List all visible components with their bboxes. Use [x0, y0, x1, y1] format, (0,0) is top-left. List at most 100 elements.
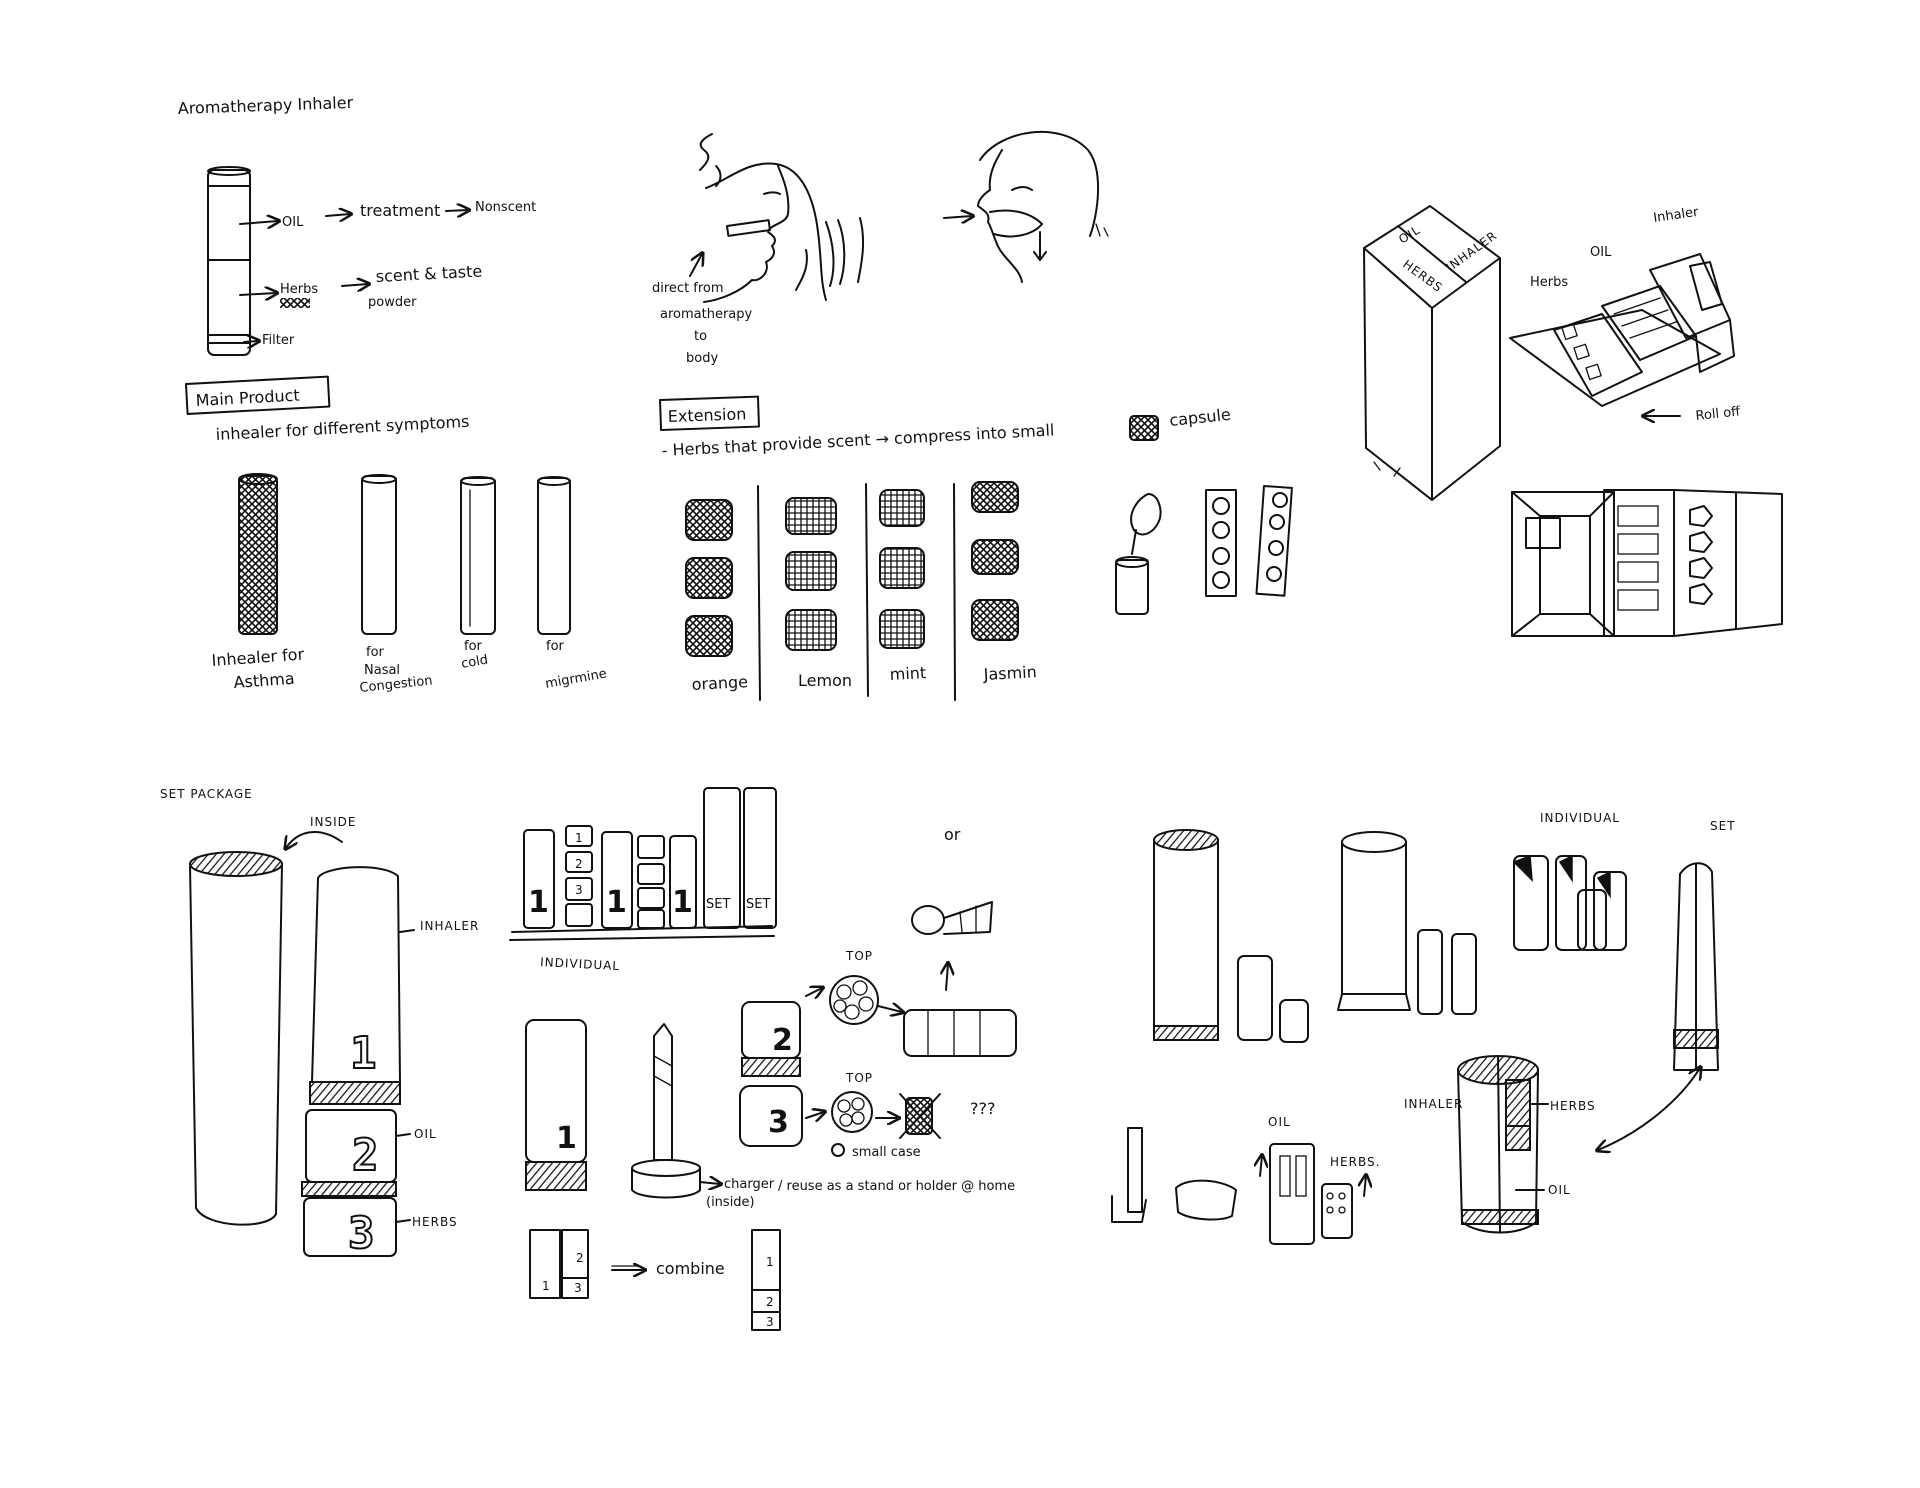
- label-herbs-right: HERBS.: [1330, 1155, 1380, 1169]
- face-mask-sketch: [977, 130, 1109, 283]
- variant-label-cold-2: cold: [460, 652, 489, 671]
- usage-note-2: aromatherapy: [660, 307, 753, 322]
- combine-digit-2a: 2: [576, 1251, 584, 1265]
- shelf-big-1c: 1: [672, 885, 693, 920]
- shelf-mini-3: 3: [575, 883, 583, 897]
- variant-label-nasal-2: Nasal: [364, 663, 400, 678]
- label-unknown: ???: [970, 1099, 995, 1118]
- face-arrow: [943, 216, 972, 218]
- label-or: or: [944, 825, 961, 844]
- unrolled-strip-sketch: [903, 1009, 1017, 1057]
- crossed-capsule-sketch: [899, 1093, 941, 1139]
- label-oil2-right: OIL: [1548, 1183, 1571, 1197]
- variant-migraine: [537, 476, 571, 635]
- label-top-1: TOP: [845, 949, 873, 963]
- label-charger-inside: (inside): [706, 1195, 755, 1210]
- set-cylinder-sketch: [1673, 862, 1719, 1071]
- inhaler-part-arrows: [239, 210, 468, 342]
- shelf-set-2: SET: [746, 897, 770, 912]
- capsule-icon: [1129, 415, 1159, 441]
- set-digit-3: 3: [348, 1208, 375, 1259]
- section-title-inhaler: Aromatherapy Inhaler: [177, 93, 353, 118]
- variant-label-asthma-2: Asthma: [233, 669, 295, 692]
- tube-one-sketch: [525, 1019, 587, 1191]
- label-treatment: treatment: [360, 201, 440, 220]
- cylinder-group-2: [1337, 831, 1477, 1015]
- usage-arrow: [689, 254, 702, 277]
- combined-cylinder-sketch: [1457, 1055, 1539, 1234]
- extension-heading: Extension: [667, 404, 746, 426]
- set-digit-2: 2: [352, 1130, 379, 1181]
- label-oil-set: OIL: [414, 1127, 437, 1141]
- variant-label-migraine-2: migrmine: [544, 666, 608, 692]
- label-top-2: TOP: [845, 1071, 873, 1085]
- tray-label-oil: OIL: [1590, 245, 1612, 260]
- extension-box: [659, 395, 760, 431]
- usage-note-3: to: [694, 329, 707, 344]
- combine-digit-3b: 3: [766, 1315, 774, 1329]
- flavor-lemon: Lemon: [798, 671, 852, 690]
- variant-label-migraine-1: for: [546, 639, 565, 654]
- stand-charger-sketch: [631, 1023, 701, 1199]
- label-individual-shelf: INDIVIDUAL: [540, 955, 621, 973]
- label-inside: INSIDE: [310, 815, 357, 829]
- label-individual-right: INDIVIDUAL: [1540, 811, 1620, 825]
- label-filter: Filter: [262, 333, 295, 348]
- variant-label-cold-1: for: [464, 639, 483, 654]
- extension-description: - Herbs that provide scent → compress in…: [661, 420, 1055, 460]
- main-product-subtitle: inhealer for different symptoms: [215, 412, 470, 444]
- blister-strip-1: [1205, 489, 1237, 597]
- combine-digit-2b: 2: [766, 1295, 774, 1309]
- flavor-mint: mint: [889, 663, 926, 684]
- variant-label-asthma-1: Inhealer for: [211, 645, 305, 670]
- set-digit-1: 1: [350, 1028, 377, 1079]
- combine-after-sketch: [751, 1229, 781, 1331]
- shelf-big-1b: 1: [606, 885, 627, 920]
- section-title-set-package: SET PACKAGE: [160, 787, 253, 801]
- small-parts-sketch: [1111, 1127, 1366, 1245]
- combine-digit-3a: 3: [574, 1281, 582, 1295]
- tray-sketch: [1509, 253, 1735, 407]
- variant-label-nasal-1: for: [366, 645, 385, 660]
- label-herbs-set: HERBS: [412, 1215, 458, 1229]
- usage-note-4: body: [686, 351, 718, 366]
- combine-digit-1b: 1: [766, 1255, 774, 1269]
- label-herbs2-right: HERBS: [1550, 1099, 1596, 1113]
- combine-digit-1a: 1: [542, 1279, 550, 1293]
- label-powder: powder: [368, 295, 417, 310]
- usage-note-1: direct from: [652, 281, 724, 296]
- combine-before-sketch: [529, 1229, 589, 1299]
- face-inhaling-sketch: [699, 133, 865, 303]
- blister-strip-2: [1255, 485, 1293, 597]
- main-product-heading: Main Product: [195, 386, 300, 410]
- case-three-sketch: [739, 1085, 803, 1147]
- label-small-case: small case: [852, 1145, 921, 1160]
- roll-sketch: [911, 901, 993, 935]
- open-box-sketch: [1511, 489, 1783, 637]
- top-view-sketches: [829, 975, 879, 1157]
- label-inhaler-right: INHALER: [1404, 1097, 1463, 1111]
- bidirectional-arrow: [1598, 1068, 1700, 1150]
- inner-tube-stack: [301, 866, 401, 1257]
- label-oil: OIL: [282, 215, 304, 230]
- label-herbs: Herbs: [280, 282, 318, 297]
- label-set-right: SET: [1710, 819, 1736, 833]
- label-scent-taste: scent & taste: [375, 261, 482, 286]
- label-reuse: / reuse as a stand or holder @ home: [778, 1179, 1015, 1194]
- variant-cold: [460, 476, 496, 635]
- individual-shelf: [509, 787, 777, 941]
- candle-balloon-sketch: [1115, 493, 1162, 615]
- label-combine: combine: [656, 1259, 725, 1278]
- shelf-set-1: SET: [706, 897, 730, 912]
- capsule-label: capsule: [1168, 405, 1231, 430]
- box-label-herbs: HERBS: [1400, 257, 1445, 295]
- individual-cluster-sketch: [1512, 854, 1627, 951]
- tray-label-inhaler: Inhaler: [1652, 205, 1700, 226]
- outer-tube-sketch: [189, 851, 283, 1226]
- main-product-box: [185, 375, 331, 415]
- flavor-orange: orange: [691, 672, 748, 694]
- tray-label-herbs: Herbs: [1530, 275, 1568, 290]
- variant-asthma: [238, 473, 278, 635]
- tall-box-sketch: [1363, 205, 1501, 501]
